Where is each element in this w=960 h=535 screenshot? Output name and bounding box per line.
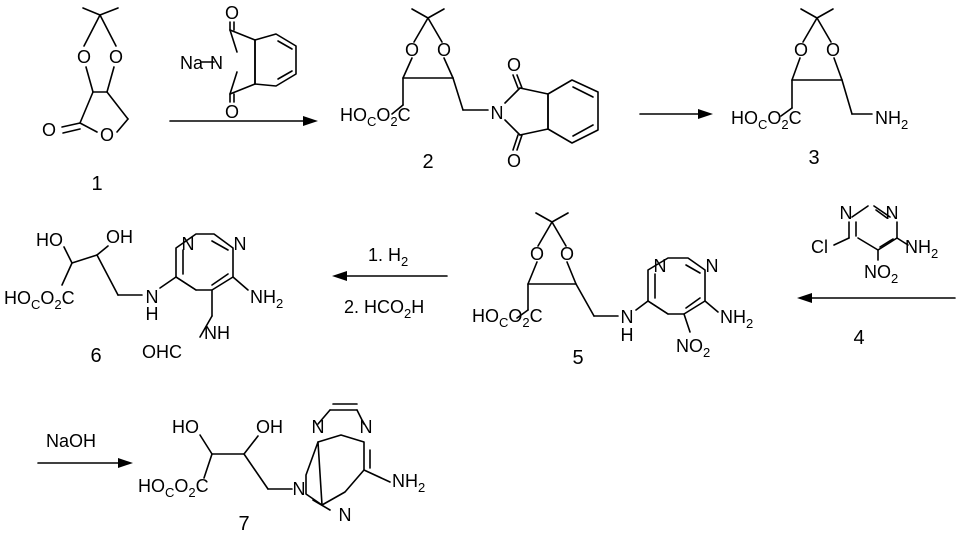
compound-number: 2 — [422, 151, 433, 173]
compound-number: 5 — [572, 347, 583, 369]
n-left: N — [840, 203, 853, 223]
amine-label: NH2 — [392, 471, 425, 495]
compound-number: 4 — [853, 327, 864, 349]
hydroxyl-left: HO — [36, 230, 63, 250]
o-bottom: O — [507, 151, 521, 171]
linker-n: N — [146, 287, 159, 307]
hydroxyl-left: HO — [172, 417, 199, 437]
cl-label: Cl — [811, 237, 828, 257]
carboxylic-acid-label: HOCO2C — [4, 288, 75, 312]
nitro-label: NO2 — [676, 336, 710, 360]
o-ring-right: O — [560, 244, 574, 264]
n-right: N — [234, 234, 247, 254]
o-carbonyl: O — [42, 120, 56, 140]
n-right: N — [886, 203, 899, 223]
compound-number: 3 — [808, 147, 819, 169]
o-ring-left: O — [405, 40, 419, 60]
arrow-step-1 — [169, 116, 318, 126]
linker-n: N — [621, 307, 634, 327]
hydroxyl-right: OH — [256, 417, 283, 437]
compound-1: O O O O 1 — [42, 7, 129, 195]
linker-h: H — [146, 304, 159, 324]
o-top: O — [225, 3, 239, 23]
amine-label: NH2 — [720, 307, 753, 331]
compound-7: N N N N HO OH HOCO2C NH2 7 — [138, 403, 425, 535]
reagent-line-2: 2. HCO2H — [344, 297, 424, 321]
arrow-step-3 — [797, 293, 956, 303]
amine-label: NH2 — [875, 108, 908, 132]
formyl-label: OHC — [142, 342, 182, 362]
n-left: N — [654, 256, 667, 276]
arrow-step-4: 1. H2 2. HCO2H — [332, 245, 448, 321]
na-label: Na — [180, 53, 204, 73]
reagent-naoh: NaOH — [46, 431, 96, 451]
arrow-step-2 — [639, 109, 713, 119]
compound-4: N N Cl NH2 NO2 4 — [811, 203, 938, 349]
hydroxyl-right: OH — [106, 227, 133, 247]
arrow-step-5: NaOH — [37, 431, 133, 468]
o-ring-left: O — [794, 40, 808, 60]
compound-number: 6 — [90, 345, 101, 367]
linker-h: H — [621, 325, 634, 345]
o-ring-right: O — [826, 40, 840, 60]
n-left: N — [182, 234, 195, 254]
n-pyrimidine-left: N — [312, 417, 325, 437]
compound-3: O O HOCO2C NH2 3 — [731, 8, 908, 169]
n-label: N — [210, 53, 223, 73]
carboxylic-acid-label: HOCO2C — [472, 306, 543, 330]
compound-2: O O N O O HOCO2C 2 — [340, 8, 599, 173]
o-top: O — [507, 55, 521, 75]
carboxylic-acid-label: HOCO2C — [138, 476, 209, 500]
n-right: N — [706, 256, 719, 276]
o-lactone: O — [100, 125, 114, 145]
compound-6: HO OH N N N H HOCO2C NH2 NH OHC 6 — [4, 227, 283, 367]
amine-label: NH2 — [905, 237, 938, 261]
reagent-line-1: 1. H2 — [368, 245, 408, 269]
compound-number: 7 — [238, 513, 249, 535]
o-ring-right: O — [109, 47, 123, 67]
nitro-label: NO2 — [864, 262, 898, 286]
n-9: N — [293, 479, 306, 499]
n-label: N — [491, 103, 504, 123]
carboxylic-acid-label: HOCO2C — [340, 105, 411, 129]
n-7: N — [339, 505, 352, 525]
formamide-nh: NH — [204, 323, 230, 343]
carboxylic-acid-label: HOCO2C — [731, 108, 802, 132]
reagent-sodium-phthalimide: Na N O O — [180, 3, 297, 122]
compound-5: O O N N N H HOCO2C NH2 NO2 5 — [472, 212, 753, 369]
o-ring-right: O — [437, 40, 451, 60]
compound-number: 1 — [91, 173, 102, 195]
o-ring-left: O — [530, 244, 544, 264]
o-bottom: O — [225, 102, 239, 122]
o-ring-left: O — [77, 47, 91, 67]
n-pyrimidine-right: N — [360, 417, 373, 437]
amine-label: NH2 — [250, 287, 283, 311]
